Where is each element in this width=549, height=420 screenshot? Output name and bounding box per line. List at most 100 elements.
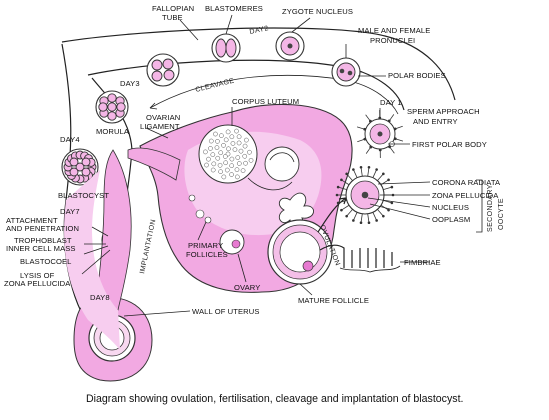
luteal-cell bbox=[218, 169, 223, 175]
label-lysis-2: ZONA PELLUCIDA bbox=[4, 279, 71, 288]
leader-lines bbox=[81, 14, 483, 317]
luteal-cell bbox=[213, 131, 218, 137]
corona-cell bbox=[367, 165, 371, 169]
label-fimbriae: FIMBRIAE bbox=[404, 258, 441, 267]
label-cleavage: CLEAVAGE bbox=[195, 77, 235, 93]
label-first-polar-body: FIRST POLAR BODY bbox=[412, 140, 487, 149]
label-zygote-nucleus: ZYGOTE NUCLEUS bbox=[282, 7, 353, 16]
corona-ray bbox=[338, 199, 347, 203]
luteal-cell bbox=[229, 163, 235, 169]
corona-cell bbox=[375, 168, 378, 171]
ovary bbox=[127, 103, 353, 293]
corona-ray bbox=[372, 212, 377, 220]
luteal-cell bbox=[229, 134, 235, 140]
corona-ray bbox=[353, 212, 358, 220]
label-sperm-approach-1: SPERM APPROACH bbox=[407, 107, 480, 116]
label-corpus-luteum: CORPUS LUTEUM bbox=[232, 97, 299, 106]
corona-cell bbox=[340, 178, 343, 182]
luteal-cell bbox=[223, 137, 229, 143]
sperm-entry-cell bbox=[356, 109, 404, 159]
label-day8: DAY8 bbox=[90, 293, 110, 302]
luteal-cell bbox=[226, 146, 231, 152]
luteal-cell bbox=[229, 172, 234, 177]
label-tube: TUBE bbox=[162, 13, 183, 22]
corona-cell bbox=[382, 214, 385, 218]
corona-cell bbox=[336, 201, 340, 205]
label-oocyte: OOCYTE bbox=[498, 198, 505, 230]
luteal-cell bbox=[208, 138, 214, 144]
luteal-cell bbox=[238, 148, 244, 154]
luteal-cell bbox=[222, 154, 228, 159]
caption: Diagram showing ovulation, fertilisation… bbox=[86, 393, 463, 405]
morula-cell bbox=[107, 93, 117, 103]
two-cell-stage bbox=[211, 33, 241, 63]
label-polar-bodies: POLAR BODIES bbox=[388, 71, 446, 80]
zygote bbox=[275, 31, 305, 61]
label-sperm-approach-2: AND ENTRY bbox=[413, 117, 458, 126]
corona-ray bbox=[347, 174, 353, 181]
label-primary-1: PRIMARY bbox=[188, 241, 223, 250]
label-pronuclei-1: MALE AND FEMALE bbox=[358, 26, 430, 35]
labels: FALLOPIAN TUBE BLASTOMERES ZYGOTE NUCLEU… bbox=[4, 4, 505, 316]
corona-cell bbox=[345, 214, 348, 218]
luteal-cell bbox=[235, 155, 241, 160]
label-ligament: LIGAMENT bbox=[140, 122, 180, 131]
morula bbox=[95, 90, 129, 124]
corona-cell bbox=[352, 219, 355, 222]
corona-cell bbox=[382, 172, 385, 176]
corona-ray bbox=[342, 204, 350, 210]
corona-cell bbox=[336, 185, 340, 189]
label-day7: DAY7 bbox=[60, 207, 80, 216]
luteal-cell bbox=[230, 141, 236, 146]
eight-cell-stage bbox=[146, 53, 180, 87]
pronuclei-cell bbox=[331, 57, 361, 87]
label-zona-pellucida: ZONA PELLUCIDA bbox=[432, 191, 499, 200]
corona-ray bbox=[383, 187, 392, 191]
luteal-cell bbox=[206, 156, 211, 162]
luteal-cell bbox=[236, 161, 242, 166]
label-fallopian: FALLOPIAN bbox=[152, 4, 194, 13]
label-blastocoel: BLASTOCOEL bbox=[20, 257, 72, 266]
label-day1: DAY 1 bbox=[380, 98, 402, 107]
corona-cell bbox=[340, 208, 343, 212]
luteal-cell bbox=[229, 156, 235, 162]
corona-ray bbox=[342, 180, 350, 186]
label-implantation: IMPLANTATION bbox=[139, 219, 157, 275]
luteal-cell bbox=[203, 149, 208, 155]
label-ooplasm: OOPLASM bbox=[432, 215, 470, 224]
luteal-cell bbox=[225, 129, 231, 135]
label-secondary: SECONDARY bbox=[487, 184, 494, 232]
luteal-cell bbox=[204, 162, 209, 168]
label-morula: MORULA bbox=[96, 127, 130, 136]
luteal-cell bbox=[217, 162, 223, 168]
secondary-oocyte bbox=[335, 165, 395, 225]
corona-cell bbox=[352, 168, 355, 171]
label-trophoblast: TROPHOBLAST bbox=[14, 236, 72, 245]
fimbriae bbox=[319, 244, 401, 273]
corona-cell bbox=[387, 178, 390, 182]
luteal-cell bbox=[248, 157, 254, 163]
label-ovary: OVARY bbox=[234, 283, 260, 292]
corona-cell bbox=[345, 172, 348, 176]
label-pronuclei-2: PRONUCLEI bbox=[370, 36, 415, 45]
luteal-cell bbox=[242, 143, 248, 149]
morula-cell bbox=[107, 102, 117, 112]
luteal-cell bbox=[210, 152, 216, 157]
luteal-cell bbox=[234, 174, 240, 180]
luteal-cell bbox=[211, 161, 217, 167]
label-attachment-2: AND PENETRATION bbox=[6, 224, 79, 233]
blastocyst-cell bbox=[81, 157, 91, 167]
luteal-cell bbox=[243, 160, 248, 166]
corona-ray bbox=[377, 209, 383, 216]
corona-cell bbox=[375, 219, 378, 222]
corona-ray bbox=[367, 213, 370, 222]
luteal-cell bbox=[236, 140, 242, 146]
blastocyst-day4 bbox=[61, 148, 99, 186]
blastocyst-cell bbox=[75, 162, 85, 172]
corona-cell bbox=[359, 165, 363, 169]
blastocyst-cell bbox=[69, 157, 79, 167]
label-ovarian: OVARIAN bbox=[146, 113, 180, 122]
corona-cell bbox=[335, 193, 339, 197]
